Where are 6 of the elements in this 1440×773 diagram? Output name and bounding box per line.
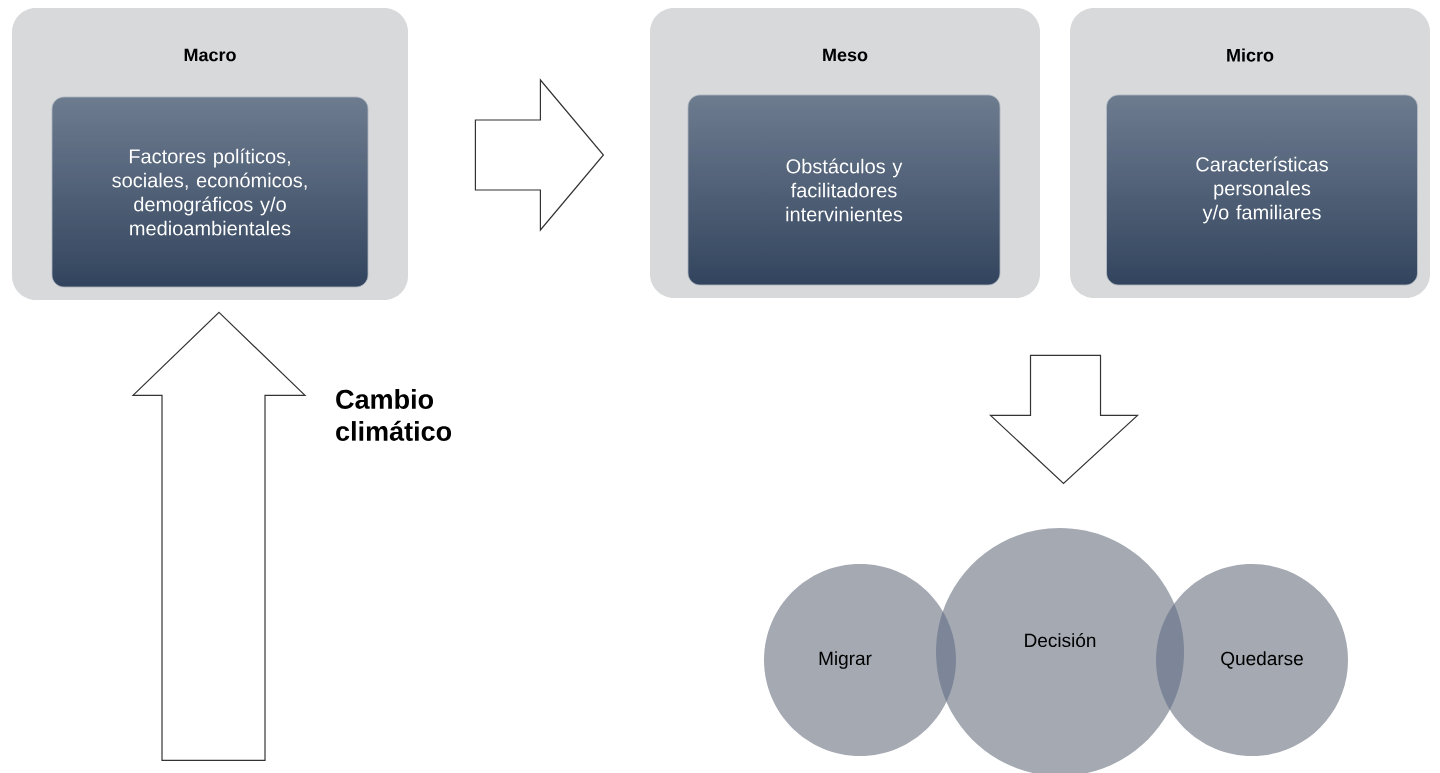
block-arrow [474, 78, 605, 232]
text-box: Características personales y/o familiares [1106, 94, 1418, 286]
block-arrow [989, 354, 1140, 485]
caption-text: Cambio climático [336, 389, 452, 441]
text-box: Factores políticos, sociales, económicos, demográficos y/o medioambientales [51, 96, 369, 288]
text-box: Obstáculos y facilitadores intervinientes [687, 94, 1001, 286]
